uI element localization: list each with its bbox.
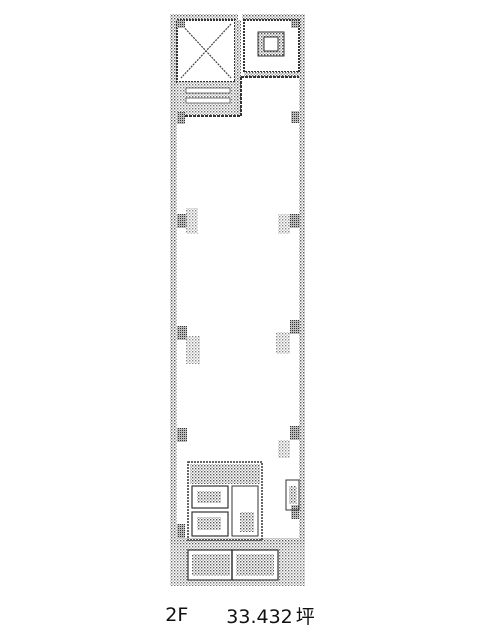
main-room-border [177, 76, 299, 117]
area-unit: 坪 [295, 605, 315, 628]
area-value: 33.432 [226, 605, 293, 628]
column-hatch [186, 208, 290, 458]
top-right-room [243, 19, 300, 77]
elevator-shaft [176, 19, 241, 115]
columns [177, 20, 300, 538]
entrance-strip [170, 544, 305, 586]
floor-label: 2F [165, 604, 189, 626]
plan-caption: 2F 33.432 坪 [0, 600, 480, 630]
area-info: 33.432 坪 [226, 602, 315, 629]
stair-hatch [177, 82, 241, 115]
service-core [187, 461, 300, 541]
floor-plan [170, 14, 305, 586]
outer-wall [170, 14, 305, 544]
